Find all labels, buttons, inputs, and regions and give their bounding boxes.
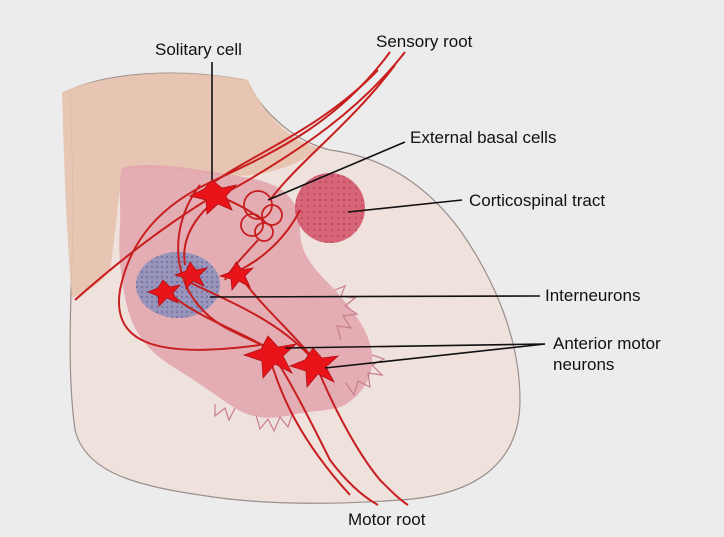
label-anterior-motor-neurons: neurons xyxy=(553,355,614,375)
label-external-basal-cells: External basal cells xyxy=(410,128,556,148)
leader-interneurons xyxy=(210,296,540,297)
label-corticospinal-tract: Corticospinal tract xyxy=(469,191,605,211)
label-interneurons: Interneurons xyxy=(545,286,640,306)
label-motor-root: Motor root xyxy=(348,510,425,530)
label-sensory-root: Sensory root xyxy=(376,32,472,52)
label-solitary-cell: Solitary cell xyxy=(155,40,242,60)
label-anterior-motor: Anterior motor xyxy=(553,334,661,354)
